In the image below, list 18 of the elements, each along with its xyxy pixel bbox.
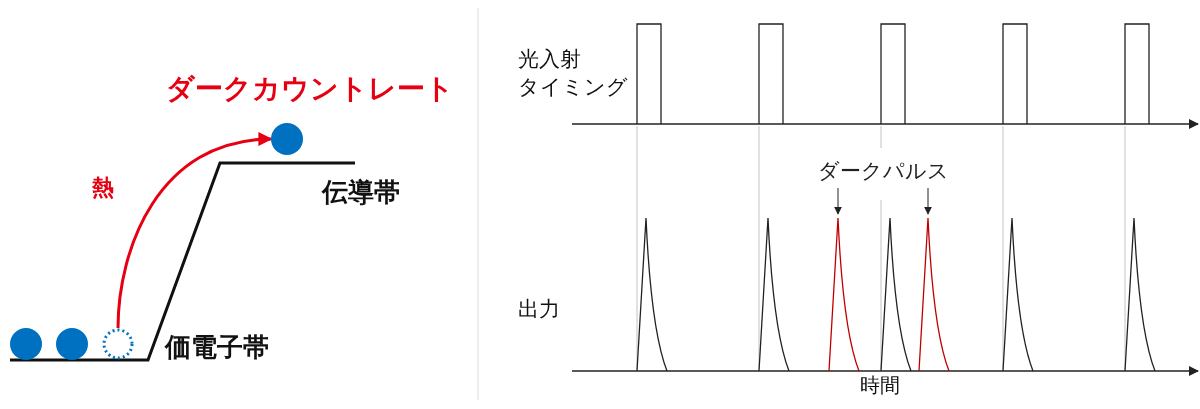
- arrow: [924, 187, 932, 215]
- dark-pulse: [918, 216, 950, 372]
- row-label: 出力: [518, 298, 560, 322]
- electron-circle: [271, 123, 303, 155]
- callout-text: ダークパルス: [818, 160, 949, 184]
- arrow: [834, 187, 842, 215]
- edge-label: 熱: [92, 176, 114, 201]
- dark-pulse: [828, 216, 860, 372]
- arrow: [116, 133, 273, 329]
- band-label: 価電子帯: [165, 333, 269, 362]
- row-label: 光入射: [518, 48, 581, 72]
- row-label: タイミング: [518, 76, 628, 100]
- hole-circle: [102, 328, 134, 360]
- band-label: 伝導帯: [322, 178, 400, 207]
- electron-circle: [56, 328, 88, 360]
- electron-circle: [10, 328, 42, 360]
- axis-label: 時間: [860, 374, 900, 396]
- heading: ダークカウントレート: [166, 74, 454, 105]
